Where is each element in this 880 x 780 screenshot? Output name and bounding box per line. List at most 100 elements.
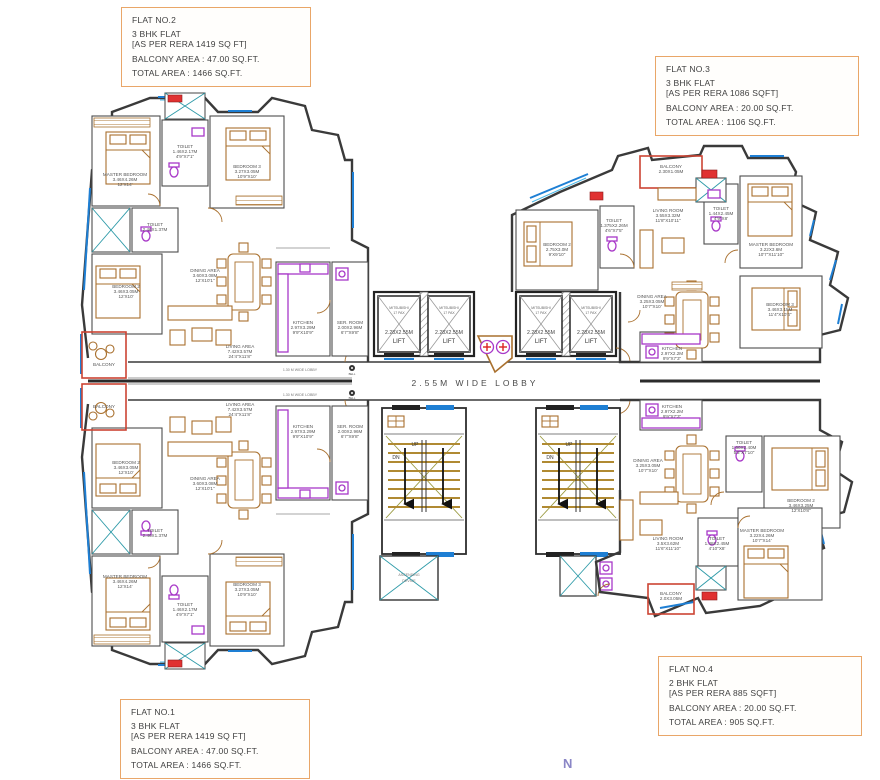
svg-text:2.00X2.96M: 2.00X2.96M <box>338 325 363 330</box>
svg-text:SER. ROOM: SER. ROOM <box>337 320 363 325</box>
svg-text:1.44X2.45M: 1.44X2.45M <box>709 211 734 216</box>
svg-text:BELL: BELL <box>349 396 356 400</box>
svg-text:1.48X2.45M: 1.48X2.45M <box>705 541 730 546</box>
svg-text:3.5X3.62M: 3.5X3.62M <box>657 541 679 546</box>
right-wing: BALCONY 2.30X1.05M BEDROOM 2 2.75X3.0M 9… <box>510 144 854 618</box>
svg-text:3.60X3.08M: 3.60X3.08M <box>193 481 218 486</box>
svg-text:DINING AREA: DINING AREA <box>190 476 221 481</box>
svg-text:BEDROOM 2: BEDROOM 2 <box>112 284 140 289</box>
svg-text:2.97X2.2M: 2.97X2.2M <box>661 351 683 356</box>
svg-text:9'9"X10'9": 9'9"X10'9" <box>293 330 314 335</box>
svg-text:LIVING ROOM: LIVING ROOM <box>653 536 684 541</box>
svg-text:11'6"X11'10": 11'6"X11'10" <box>655 546 681 551</box>
svg-text:BALCONY: BALCONY <box>660 164 682 169</box>
svg-text:2.75X3.0M: 2.75X3.0M <box>546 247 568 252</box>
svg-text:SER. ROOM: SER. ROOM <box>337 424 363 429</box>
svg-text:DINING AREA: DINING AREA <box>637 294 668 299</box>
svg-text:2.46X1.37M: 2.46X1.37M <box>143 533 168 538</box>
svg-text:7.42X3.57M: 7.42X3.57M <box>228 407 253 412</box>
flat-total-area: TOTAL AREA : 1106 SQ.FT. <box>666 116 776 127</box>
svg-text:2.97X3.29M: 2.97X3.29M <box>291 325 316 330</box>
svg-text:12'X10': 12'X10' <box>118 470 133 475</box>
flat-total-area: TOTAL AREA : 1466 SQ.FT. <box>132 67 243 78</box>
flat-1-geometry <box>81 384 368 669</box>
svg-text:MASTER BEDROOM: MASTER BEDROOM <box>740 528 784 533</box>
svg-text:TOILET: TOILET <box>177 144 193 149</box>
svg-text:7.42X3.57M: 7.42X3.57M <box>228 349 253 354</box>
svg-text:10'7"X10': 10'7"X10' <box>638 468 657 473</box>
svg-text:3.46X4.26M: 3.46X4.26M <box>113 177 138 182</box>
svg-text:MASTER BEDROOM: MASTER BEDROOM <box>103 172 147 177</box>
svg-text:KITCHEN: KITCHEN <box>293 424 313 429</box>
svg-text:TOILET: TOILET <box>147 222 163 227</box>
svg-text:3.46X3.05M: 3.46X3.05M <box>114 289 139 294</box>
svg-text:DEVICE: DEVICE <box>402 579 416 583</box>
svg-text:2.97X3.29M: 2.97X3.29M <box>291 429 316 434</box>
svg-text:4'9"X7'1": 4'9"X7'1" <box>176 154 195 159</box>
svg-text:12'X10'1": 12'X10'1" <box>195 278 215 283</box>
bell-top: BELL <box>349 365 356 376</box>
svg-text:4'9"X7'1": 4'9"X7'1" <box>176 612 195 617</box>
svg-text:10'7"X14': 10'7"X14' <box>752 538 771 543</box>
svg-text:9'9"X7'3": 9'9"X7'3" <box>663 356 682 361</box>
flat-title: FLAT NO.3 <box>666 64 710 74</box>
svg-text:2.0X3.05M: 2.0X3.05M <box>660 596 682 601</box>
flat-3-room-labels: BALCONY 2.30X1.05M BEDROOM 2 2.75X3.0M 9… <box>543 164 794 361</box>
svg-text:TOILET: TOILET <box>709 536 725 541</box>
svg-text:BEDROOM 2: BEDROOM 2 <box>543 242 571 247</box>
svg-text:2.46X1.37M: 2.46X1.37M <box>143 227 168 232</box>
svg-text:KITCHEN: KITCHEN <box>662 404 682 409</box>
svg-text:2.97X2.2M: 2.97X2.2M <box>661 409 683 414</box>
svg-text:TOILET: TOILET <box>713 206 729 211</box>
svg-text:12'X10'1": 12'X10'1" <box>195 486 215 491</box>
svg-text:6'7"X9'8": 6'7"X9'8" <box>341 434 360 439</box>
svg-text:2.30X1.05M: 2.30X1.05M <box>659 169 684 174</box>
svg-text:12'X14': 12'X14' <box>117 182 132 187</box>
lift-bank-left <box>372 290 476 360</box>
svg-text:10'9"X10': 10'9"X10' <box>237 174 256 179</box>
flat-type: 3 BHK FLAT <box>666 78 716 89</box>
svg-text:3.25X3.05M: 3.25X3.05M <box>640 299 665 304</box>
svg-text:MASTER BEDROOM: MASTER BEDROOM <box>103 574 147 579</box>
svg-text:TOILET: TOILET <box>147 528 163 533</box>
svg-text:11'4"X10'4": 11'4"X10'4" <box>768 312 791 317</box>
inner-lobby-label-bottom: 1.30 M WIDE LOBBY <box>283 393 318 397</box>
svg-text:3.27X3.05M: 3.27X3.05M <box>235 169 260 174</box>
svg-text:ASCENDING: ASCENDING <box>398 573 420 577</box>
flat-balcony-area: BALCONY AREA : 20.00 SQ.FT. <box>666 102 794 113</box>
svg-text:12'X14': 12'X14' <box>117 584 132 589</box>
flat-1-room-labels: MASTER BEDROOM 3.46X4.26M 12'X14' TOILET… <box>93 402 363 617</box>
svg-text:2.00X2.96M: 2.00X2.96M <box>338 429 363 434</box>
svg-text:BALCONY: BALCONY <box>93 362 115 367</box>
staircase-right <box>536 405 620 557</box>
flat-title: FLAT NO.4 <box>669 664 713 674</box>
svg-text:1.46X2.17M: 1.46X2.17M <box>173 149 198 154</box>
flat-balcony-area: BALCONY AREA : 20.00 SQ.FT. <box>669 702 797 713</box>
flat-type: 3 BHK FLAT <box>132 29 182 40</box>
svg-text:LIVING AREA: LIVING AREA <box>226 344 256 349</box>
flat-total-area: TOTAL AREA : 905 SQ.FT. <box>669 716 775 727</box>
svg-text:BEDROOM 2: BEDROOM 2 <box>112 460 140 465</box>
svg-text:5'3"X7'10": 5'3"X7'10" <box>734 450 755 455</box>
bell-bottom: BELL <box>349 390 356 400</box>
flat-2-geometry <box>80 92 370 379</box>
svg-text:BEDROOM 3: BEDROOM 3 <box>766 302 794 307</box>
flat-title: FLAT NO.2 <box>132 15 176 25</box>
fire-chute <box>476 335 513 374</box>
flat-total-area: TOTAL AREA : 1466 SQ.FT. <box>131 759 242 770</box>
service-duct-right-stair <box>559 555 613 597</box>
svg-text:3.46X3.15M: 3.46X3.15M <box>768 307 793 312</box>
svg-text:3.60X3.08M: 3.60X3.08M <box>193 273 218 278</box>
staircase-left <box>382 405 466 557</box>
svg-text:1.375X2.26M: 1.375X2.26M <box>600 223 628 228</box>
flat-4-geometry <box>594 398 854 618</box>
svg-text:24'4"X11'8": 24'4"X11'8" <box>228 354 251 359</box>
svg-text:3.46X4.26M: 3.46X4.26M <box>113 579 138 584</box>
svg-text:4'10"X8': 4'10"X8' <box>709 546 726 551</box>
svg-text:LIVING ROOM: LIVING ROOM <box>653 208 684 213</box>
central-core: 2.55M WIDE LOBBY 1.30 M WIDE LOBBY 1.30 … <box>88 290 820 601</box>
ascending-device: ASCENDING DEVICE <box>379 555 439 601</box>
svg-text:LIVING AREA: LIVING AREA <box>226 402 256 407</box>
flat-title: FLAT NO.1 <box>131 707 175 717</box>
